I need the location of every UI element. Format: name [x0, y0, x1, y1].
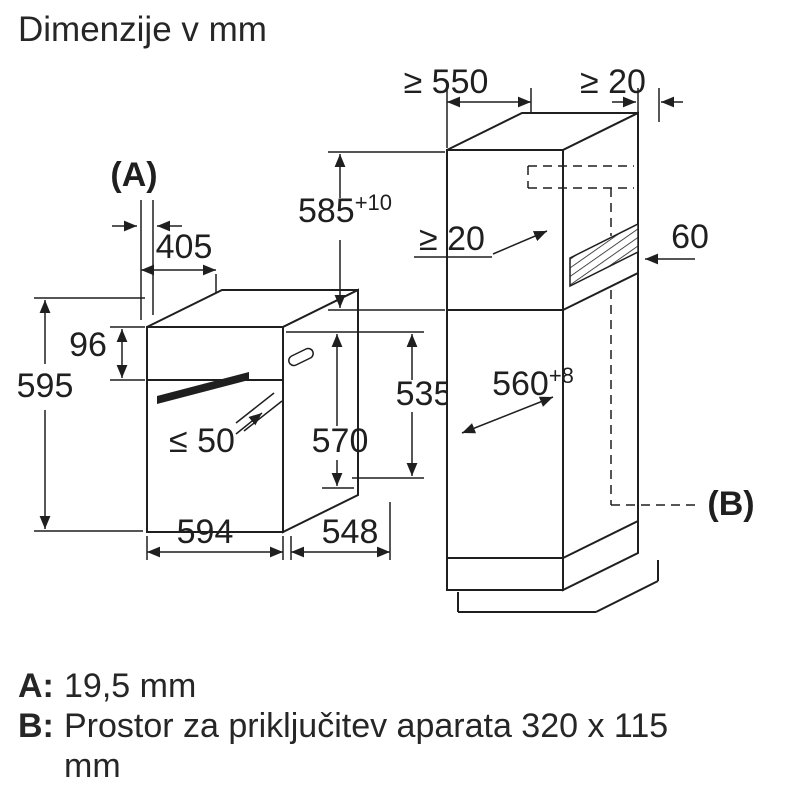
ext-line — [235, 392, 275, 424]
dim-585-tolerance: +10 — [355, 190, 392, 215]
dim-560: 560+8 — [461, 363, 574, 434]
oven-vent-slot — [288, 347, 314, 367]
cabinet-shelf-side — [562, 272, 639, 311]
leader-line — [492, 230, 548, 255]
dim-548: 548 — [290, 502, 391, 560]
dim-20-inner-label: ≥ 20 — [419, 220, 485, 258]
dim-20-rear-label: ≥ 20 — [580, 63, 646, 101]
dim-585: 585+10 — [298, 151, 445, 311]
dim-550: ≥ 550 — [404, 63, 532, 148]
label-a: (A) — [110, 156, 157, 194]
dim-570-label: 570 — [312, 422, 369, 460]
cabinet-plinth — [457, 560, 659, 613]
dim-535-label: 535 — [396, 375, 453, 413]
legend-row-b: B: Prostor za priključitev aparata 320 x… — [18, 706, 709, 786]
dim-96-label: 96 — [69, 326, 107, 364]
legend-value-b: Prostor za priključitev aparata 320 x 11… — [64, 707, 669, 785]
dim-405-label: 405 — [156, 228, 213, 266]
cabinet-hidden-lines — [527, 165, 634, 236]
dim-535: 535 — [286, 331, 453, 479]
ventilation-hatch-area — [569, 222, 639, 288]
dim-20-inner: ≥ 20 — [414, 220, 548, 258]
oven-front-face — [146, 326, 284, 533]
dim-20-rear: ≥ 20 — [580, 63, 683, 122]
dim-595-label: 595 — [17, 367, 74, 405]
dim-560-label: 560+8 — [492, 363, 574, 403]
legend-key-b: B: — [18, 707, 54, 745]
legend-value-a: 19,5 mm — [64, 667, 197, 705]
dim-594: 594 — [146, 513, 284, 560]
dim-585-label: 585+10 — [298, 190, 392, 230]
oven-dimensions: (A) 405 96 595 ≤ 50 — [17, 156, 453, 560]
legend: A: 19,5 mm B: Prostor za priključitev ap… — [18, 666, 709, 786]
dim-548-label: 548 — [322, 513, 379, 551]
dim-594-label: 594 — [177, 513, 234, 551]
cabinet-right-face — [562, 111, 639, 592]
oven-right-face — [282, 288, 359, 534]
leader-line — [235, 412, 263, 435]
dim-570: 570 — [312, 334, 369, 489]
cabinet-dimensions: ≥ 550 ≥ 20 585+10 ≥ 20 60 — [298, 63, 755, 523]
dim-handle-50: ≤ 50 — [169, 392, 283, 460]
dim-A: (A) — [110, 156, 182, 320]
dim-560-value: 560 — [492, 365, 549, 403]
page-title: Dimenzije v mm — [18, 10, 267, 49]
dim-595: 595 — [17, 297, 145, 532]
dim-60-label: 60 — [671, 218, 709, 256]
dim-585-value: 585 — [298, 192, 355, 230]
ext-line — [243, 400, 283, 432]
cabinet-front-frame — [446, 149, 564, 591]
label-b: (B) — [707, 485, 754, 523]
legend-row-a: A: 19,5 mm — [18, 666, 709, 706]
dim-60: 60 — [645, 218, 709, 265]
plinth-line — [595, 580, 659, 613]
dim-50-label: ≤ 50 — [169, 422, 235, 460]
oven-door-handle — [157, 372, 249, 404]
dim-96: 96 — [69, 326, 145, 381]
cabinet-bottom-shelf-side — [562, 520, 639, 559]
cabinet-drawing — [446, 111, 700, 613]
dim-550-label: ≥ 550 — [404, 63, 489, 101]
oven-drawing — [146, 288, 359, 534]
legend-key-a: A: — [18, 667, 54, 705]
dim-560-tolerance: +8 — [549, 363, 574, 388]
dim-405: 405 — [141, 228, 217, 293]
dim-line — [461, 396, 554, 434]
connection-space-leader — [610, 290, 700, 506]
